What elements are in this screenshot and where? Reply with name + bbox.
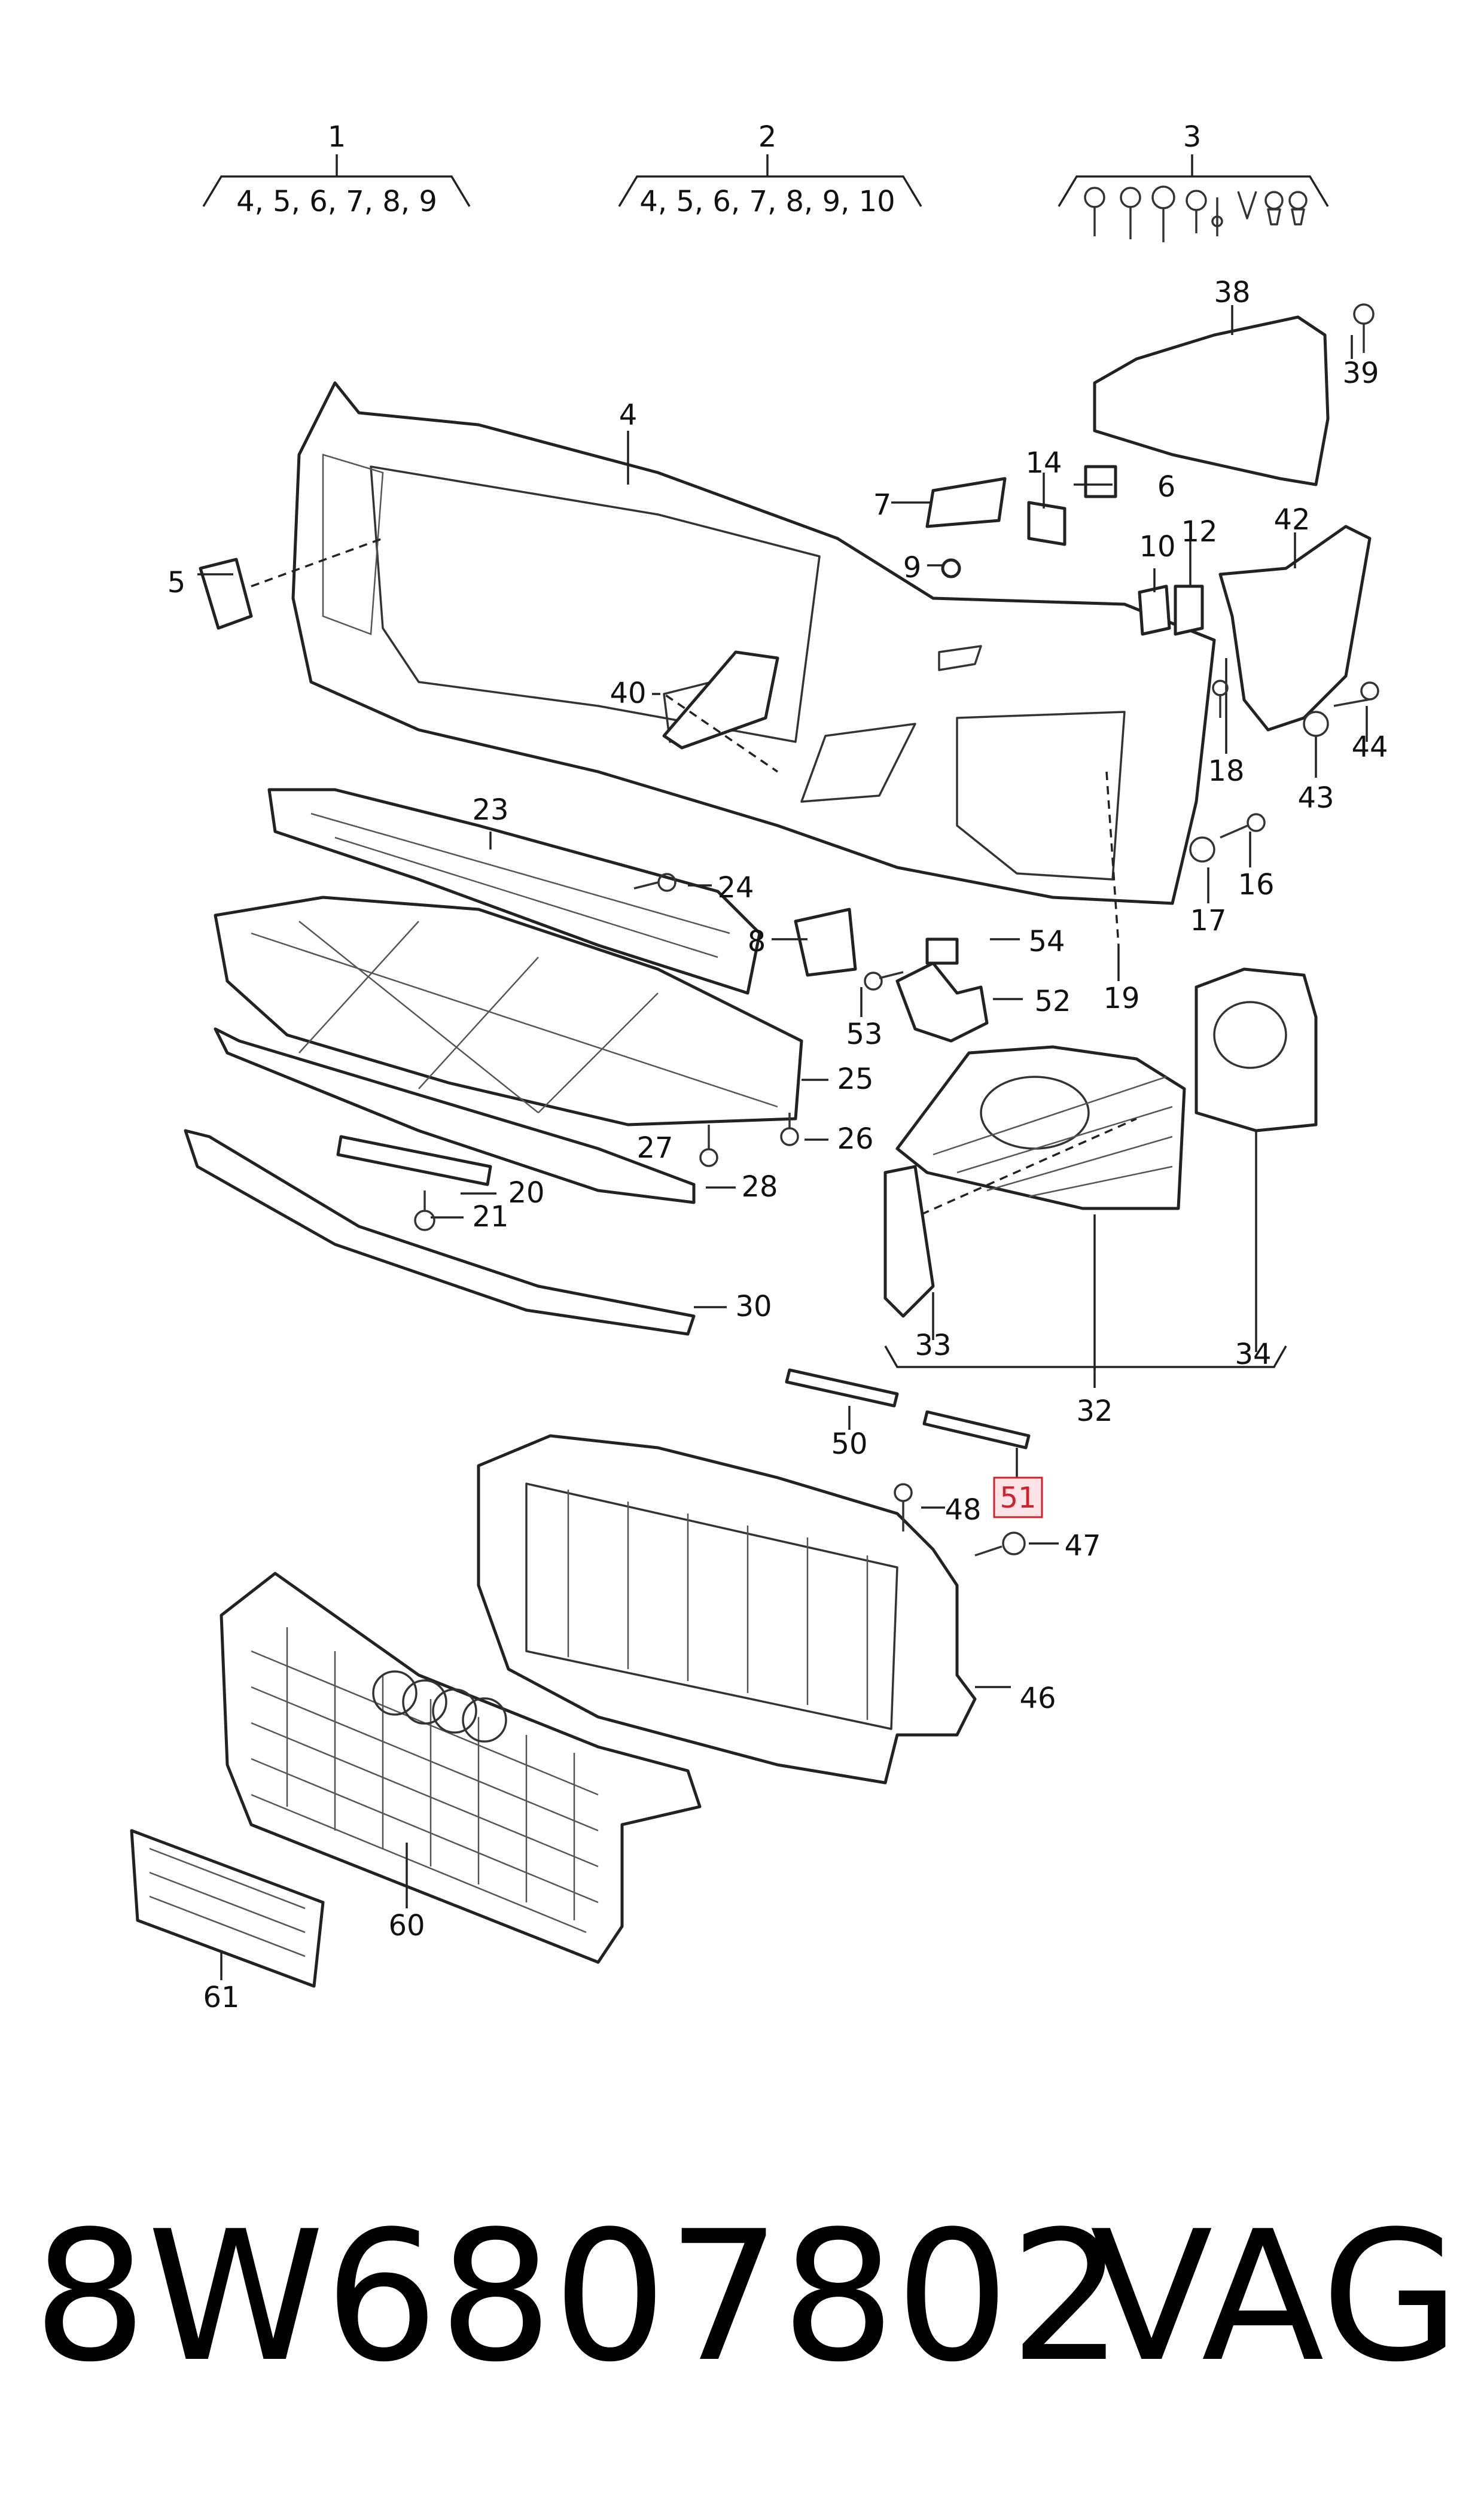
callout-21: 21 [472,1200,508,1234]
callout-47: 47 [1064,1529,1101,1563]
group-1: 1 4, 5, 6, 7, 8, 9 [202,120,471,218]
group-3: 3 [1058,120,1329,242]
group-2-contents: 4, 5, 6, 7, 8, 9, 10 [639,185,895,218]
strip-28 [214,1027,696,1204]
trim-50 [785,1368,899,1408]
callout-16: 16 [1238,868,1274,902]
callout-30: 30 [735,1290,772,1323]
callout-5: 5 [167,566,186,599]
callout-19: 19 [1103,982,1139,1015]
side-panel-38 [1093,315,1330,486]
plate-bracket-61 [130,1829,325,1988]
grille-frame-46 [477,1434,977,1785]
group-3-number: 3 [1183,120,1202,154]
brand-rings-icon [372,1670,507,1743]
callout-27: 27 [636,1131,673,1165]
callout-61: 61 [203,1981,239,2014]
main-grille-60 [220,1572,702,1964]
sensor-14 [1027,501,1066,546]
callout-18: 18 [1208,754,1244,788]
group-3-bracket [1058,154,1329,207]
leader-lines [197,305,1368,1980]
callout-60: 60 [388,1909,425,1942]
callout-48: 48 [944,1493,981,1527]
callout-54: 54 [1028,925,1065,958]
bracket-10 [1138,584,1171,636]
callout-33: 33 [915,1329,951,1362]
insert-40 [662,650,779,750]
group-2-bracket [618,154,922,207]
callout-38: 38 [1214,276,1250,309]
fastener-set-icon [1084,185,1308,242]
callout-40: 40 [610,677,646,710]
trim-51 [922,1410,1031,1450]
callout-17: 17 [1190,904,1226,937]
callout-42: 42 [1273,503,1310,537]
callout-12: 12 [1181,515,1217,549]
trim-33 [883,1165,935,1318]
trim-30 [184,1129,696,1336]
carrier-23 [267,788,761,995]
callout-26: 26 [837,1122,873,1156]
bracket-12 [1174,584,1204,636]
callout-24: 24 [717,871,754,905]
part-8 [794,908,857,977]
group-1-number: 1 [328,120,346,154]
grille-32 [895,1045,1186,1210]
trim-34 [1194,967,1318,1132]
clip-54 [925,937,959,965]
callout-8: 8 [748,925,766,958]
callout-43: 43 [1297,781,1334,815]
callout-28: 28 [741,1170,778,1204]
callout-51: 51 [1000,1481,1036,1515]
callout-10: 10 [1139,530,1175,564]
callout-4: 4 [619,398,638,432]
side-bracket-42 [1218,525,1372,732]
undertray-25 [214,896,803,1126]
callout-34: 34 [1235,1338,1271,1371]
callout-53: 53 [846,1018,882,1051]
tow-cap-7 [925,477,1007,528]
callout-7: 7 [873,488,892,522]
callout-50: 50 [831,1427,867,1461]
callout-6: 6 [1157,470,1176,504]
callout-9: 9 [903,551,922,584]
callout-labels: 4 5 6 7 8 9 10 12 14 16 17 18 19 20 21 2… [167,276,1388,2014]
callout-14: 14 [1025,446,1062,480]
screw-icons [414,303,1379,1557]
cover-5 [199,558,253,630]
group-1-bracket [202,154,471,207]
part-number: 8W6807802 [33,2193,1124,2401]
callout-32: 32 [1076,1395,1113,1428]
callout-52: 52 [1034,985,1071,1018]
group-2-number: 2 [758,120,777,154]
callout-39: 39 [1342,357,1379,390]
group-2: 2 4, 5, 6, 7, 8, 9, 10 [618,120,922,218]
callout-25: 25 [837,1062,873,1096]
callout-23: 23 [472,793,508,827]
callout-44: 44 [1351,730,1388,764]
callout-20: 20 [508,1176,544,1210]
clip-9 [941,558,961,578]
horn-52 [895,961,989,1043]
brand-name: VAG [1090,2193,1460,2401]
callout-46: 46 [1019,1682,1056,1715]
callout-51-highlight: 51 [993,1476,1043,1518]
trim-20 [336,1135,492,1186]
group-1-contents: 4, 5, 6, 7, 8, 9 [236,185,437,218]
part-6 [1084,465,1117,498]
